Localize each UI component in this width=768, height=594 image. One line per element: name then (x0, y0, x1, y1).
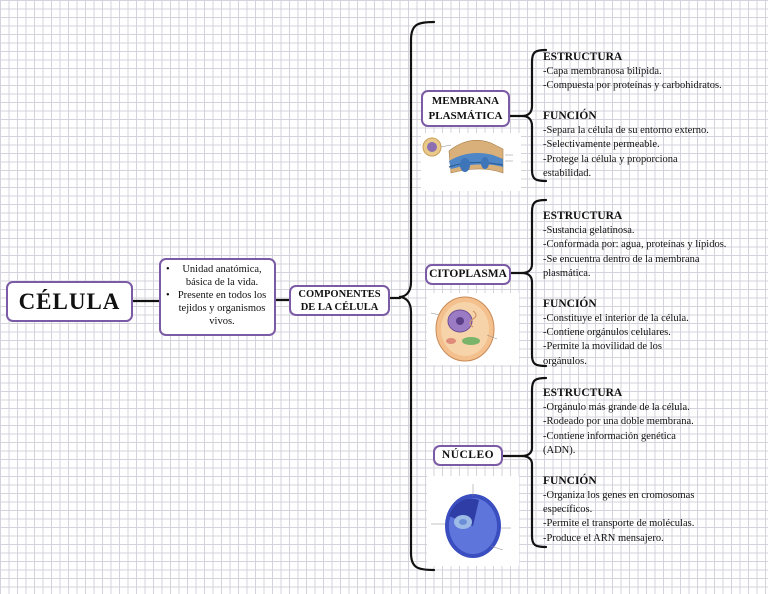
nucleus-structure-line: (ADN). (543, 445, 576, 457)
cytoplasm-function-line: orgánulos. (543, 355, 587, 367)
membrane-details: ESTRUCTURA -Capa membranosa bilípida. -C… (543, 50, 722, 181)
nucleus-function-heading: FUNCIÓN (543, 474, 597, 487)
cytoplasm-function-line: -Permite la movilidad de los (543, 341, 662, 353)
cytoplasm-details: ESTRUCTURA -Sustancia gelatinosa. -Confo… (543, 209, 726, 369)
nucleus-image (427, 476, 519, 566)
title-text: CÉLULA (18, 289, 121, 314)
nucleus-details: ESTRUCTURA -Orgánulo más grande de la cé… (543, 386, 694, 546)
nucleus-structure-line: -Orgánulo más grande de la célula. (543, 402, 690, 413)
membrane-node: MEMBRANA PLASMÁTICA (421, 90, 510, 127)
nucleus-function-line: -Permite el transporte de moléculas. (543, 518, 695, 530)
cytoplasm-node: CITOPLASMA (425, 264, 511, 285)
nucleus-label: NÚCLEO (441, 449, 495, 461)
membrane-label: MEMBRANA PLASMÁTICA (428, 95, 503, 122)
membrane-structure-heading: ESTRUCTURA (543, 51, 623, 63)
nucleus-function-line: -Organiza los genes en cromosomas (543, 489, 695, 501)
definition-item: Unidad anatómica, básica de la vida. (166, 263, 270, 289)
cytoplasm-structure-heading: ESTRUCTURA (543, 210, 623, 222)
cytoplasm-structure-line: -Conformada por: agua, proteínas y lípid… (543, 239, 727, 251)
cytoplasm-image (427, 293, 519, 365)
membrane-function-line: -Selectivamente permeable. (543, 139, 660, 151)
definition-node: Unidad anatómica, básica de la vida. Pre… (159, 258, 276, 336)
cytoplasm-function-heading: FUNCIÓN (543, 297, 597, 310)
nucleus-structure-heading: ESTRUCTURA (543, 387, 623, 399)
components-node: COMPONENTES DE LA CÉLULA (289, 285, 390, 316)
nucleus-node: NÚCLEO (433, 445, 503, 466)
nucleus-function-line: específicos. (543, 504, 593, 516)
nucleus-structure-line: -Rodeado por una doble membrana. (543, 416, 694, 428)
cytoplasm-structure-line: -Se encuentra dentro de la membrana (543, 253, 700, 265)
definition-list: Unidad anatómica, básica de la vida. Pre… (165, 263, 270, 328)
cytoplasm-function-line: -Contiene orgánulos celulares. (543, 327, 671, 339)
membrane-function-line: -Separa la célula de su entorno externo. (543, 124, 709, 136)
membrane-function-line: -Protege la célula y proporciona (543, 153, 678, 165)
membrane-structure-line: -Capa membranosa bilípida. (543, 66, 662, 77)
nucleus-function-line: -Produce el ARN mensajero. (543, 532, 664, 544)
membrane-structure-line: -Compuesta por proteínas y carbohidratos… (543, 80, 722, 92)
cell-membrane-image (421, 133, 521, 191)
membrane-function-heading: FUNCIÓN (543, 109, 597, 122)
definition-item: Presente en todos los tejidos y organism… (166, 289, 270, 328)
cytoplasm-structure-line: plasmática. (543, 268, 591, 280)
nucleus-structure-line: -Contiene información genética (543, 430, 676, 442)
cytoplasm-structure-line: -Sustancia gelatinosa. (543, 225, 635, 236)
title-node: CÉLULA (6, 281, 133, 322)
components-label: COMPONENTES DE LA CÉLULA (298, 289, 381, 313)
cytoplasm-label: CITOPLASMA (429, 268, 507, 280)
membrane-function-line: estabilidad. (543, 168, 592, 180)
cytoplasm-function-line: -Constituye el interior de la célula. (543, 312, 689, 324)
